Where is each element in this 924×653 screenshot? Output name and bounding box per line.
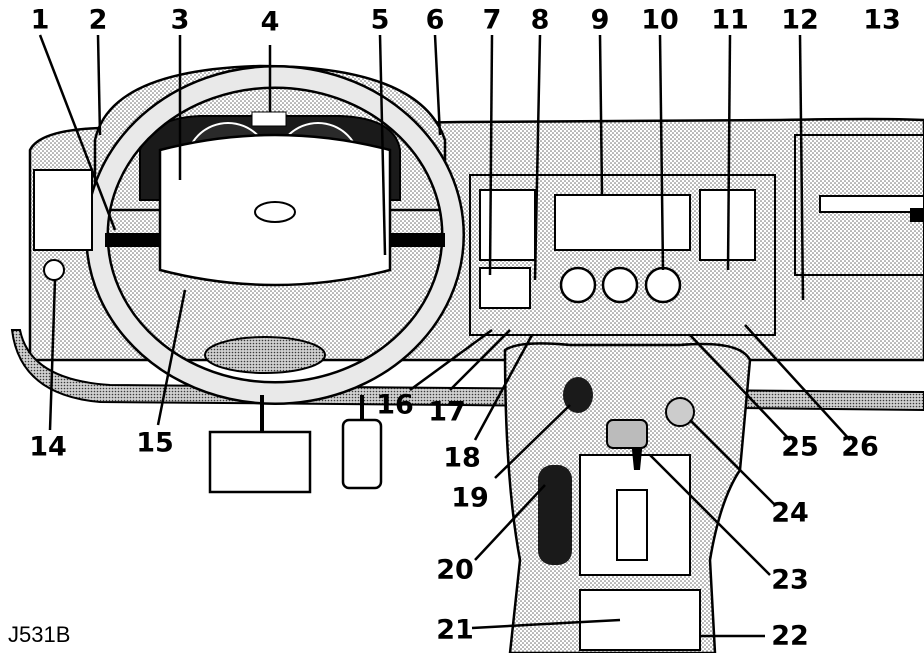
callout-14: 14 (29, 431, 67, 463)
steering-lower-pad (204, 336, 326, 374)
heater-knob-3 (644, 266, 682, 304)
brake-pedal (208, 430, 312, 494)
callout-16: 16 (376, 389, 414, 421)
figure-reference: J531B (8, 622, 71, 647)
transfer-lever-knob (563, 377, 593, 413)
callout-1: 1 (30, 4, 50, 36)
steering-wheel-rim-fill (87, 67, 463, 403)
callout-23: 23 (771, 564, 809, 596)
heater-knob-1 (559, 266, 597, 304)
glovebox-handle (819, 195, 924, 213)
callout-5: 5 (370, 4, 390, 36)
gear-slot (616, 489, 648, 561)
callout-19: 19 (451, 482, 489, 514)
heater-knob-2 (601, 266, 639, 304)
callout-12: 12 (781, 4, 819, 36)
callout-18: 18 (443, 442, 481, 474)
gear-knob (606, 419, 648, 449)
callout-3: 3 (170, 4, 190, 36)
handbrake (538, 465, 572, 565)
accelerator-pedal (341, 418, 383, 490)
console-switch (665, 397, 695, 427)
radio-cassette (554, 194, 691, 251)
callout-26: 26 (841, 431, 879, 463)
steering-wheel-badge (254, 201, 296, 223)
callout-2: 2 (88, 4, 108, 36)
lighter-socket (43, 259, 65, 281)
callout-13: 13 (863, 4, 901, 36)
callout-8: 8 (530, 4, 550, 36)
callout-22: 22 (771, 620, 809, 652)
callout-11: 11 (711, 4, 749, 36)
callout-15: 15 (136, 427, 174, 459)
leader-lines (38, 34, 851, 638)
air-vent-left (479, 189, 536, 261)
callout-24: 24 (771, 497, 809, 529)
callout-17: 17 (428, 396, 466, 428)
callout-21: 21 (436, 614, 474, 646)
side-vent-left (33, 169, 93, 251)
callout-10: 10 (641, 4, 679, 36)
callout-20: 20 (436, 554, 474, 586)
switch-block (479, 267, 531, 309)
callout-6: 6 (425, 4, 445, 36)
callout-7: 7 (482, 4, 502, 36)
callout-25: 25 (781, 431, 819, 463)
callout-4: 4 (260, 6, 280, 38)
warning-lamps (251, 111, 287, 127)
glovebox-latch (910, 208, 924, 222)
callout-9: 9 (590, 4, 610, 36)
